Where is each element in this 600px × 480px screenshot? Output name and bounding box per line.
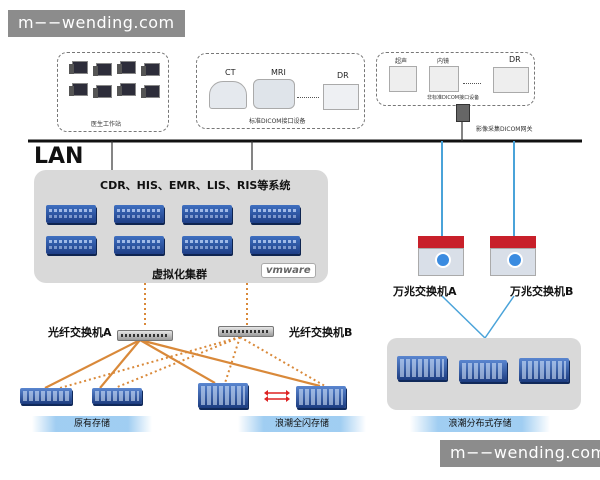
endoscope-device-icon <box>429 66 459 92</box>
fiber-switch-a-label: 光纤交换机A <box>48 326 112 339</box>
flash-storage-array <box>296 386 346 408</box>
ellipsis-dots-2 <box>463 83 481 84</box>
dr-label: DR <box>337 71 349 80</box>
mri-label: MRI <box>271 68 286 77</box>
ultrasound-label: 超声 <box>395 58 408 65</box>
storage-array <box>459 360 507 382</box>
workstation-pc <box>141 63 160 76</box>
storage-array <box>397 356 447 380</box>
endoscope-label: 内镜 <box>437 58 450 65</box>
watermark-top: m−−wending.com <box>8 10 185 37</box>
ultrasound-device-icon <box>389 66 417 92</box>
standard-dicom-group: CT MRI DR 标准DICOM接口设备 <box>196 53 365 129</box>
workstation-pc <box>69 83 88 96</box>
dr-device-icon <box>323 84 359 110</box>
nonstandard-dicom-caption: 非标准DICOM接口设备 <box>427 95 480 101</box>
ct-label: CT <box>225 68 236 77</box>
fb-link-4 <box>239 336 326 387</box>
tengig-b-label: 万兆交换机B <box>510 285 574 298</box>
workstation-pc <box>117 83 136 96</box>
fa-link-3 <box>139 339 216 384</box>
server <box>250 236 300 254</box>
server <box>46 205 96 223</box>
vmware-logo: vmware <box>261 263 316 278</box>
legacy-storage-array <box>92 388 142 404</box>
dr2-label: DR <box>509 55 521 64</box>
switch-icon <box>435 252 451 268</box>
switch-icon <box>507 252 523 268</box>
flash-storage-caption: 浪潮全闪存储 <box>238 416 366 432</box>
server <box>114 236 164 254</box>
workstation-pc <box>93 63 112 76</box>
workstation-pc <box>93 85 112 98</box>
cluster-title: 虚拟化集群 <box>152 268 207 281</box>
tengig-a-label: 万兆交换机A <box>393 285 457 298</box>
tengig-switch-a <box>418 236 464 276</box>
watermark-bottom: m−−wending.com <box>440 440 600 467</box>
10g-b-to-dist <box>484 295 515 339</box>
storage-array <box>519 358 569 382</box>
virtualization-cluster: CDR、HIS、EMR、LIS、RIS等系统 虚拟化集群 vmware <box>34 170 328 283</box>
tengig-switch-b <box>490 236 536 276</box>
mri-scanner-icon <box>253 79 295 109</box>
fb-link-3 <box>224 336 241 384</box>
distributed-storage-group <box>387 338 581 410</box>
server <box>46 236 96 254</box>
server <box>250 205 300 223</box>
dicom-gateway-icon <box>456 104 470 122</box>
legacy-storage-caption: 原有存储 <box>32 416 152 432</box>
fiber-switch-b-label: 光纤交换机B <box>289 326 353 339</box>
systems-title: CDR、HIS、EMR、LIS、RIS等系统 <box>100 179 291 192</box>
workstation-pc <box>141 85 160 98</box>
server <box>182 236 232 254</box>
legacy-storage-array <box>20 388 72 404</box>
workstation-pc <box>69 61 88 74</box>
fa-link-2 <box>99 339 141 389</box>
workstation-group: 医生工作站 <box>57 52 169 132</box>
flash-storage-array <box>198 383 248 408</box>
server <box>182 205 232 223</box>
distributed-storage-caption: 浪潮分布式存储 <box>410 416 550 432</box>
fa-link-1 <box>44 339 141 389</box>
lan-label: LAN <box>34 144 84 169</box>
nonstandard-dicom-group: 超声 内镜 DR 非标准DICOM接口设备 <box>376 52 535 106</box>
standard-dicom-caption: 标准DICOM接口设备 <box>249 118 306 125</box>
workstation-pc <box>117 61 136 74</box>
fb-link-1 <box>59 336 241 389</box>
fa-link-4 <box>139 338 321 388</box>
fiber-switch-a <box>117 330 173 341</box>
dr2-device-icon <box>493 67 529 93</box>
10g-a-to-dist <box>441 295 486 339</box>
ellipsis-dots <box>297 97 319 98</box>
server <box>114 205 164 223</box>
dicom-gateway-label: 影像采集DICOM网关 <box>476 126 533 133</box>
fiber-switch-b <box>218 326 274 337</box>
workstation-label: 医生工作站 <box>91 121 122 128</box>
ct-scanner-icon <box>209 81 247 109</box>
